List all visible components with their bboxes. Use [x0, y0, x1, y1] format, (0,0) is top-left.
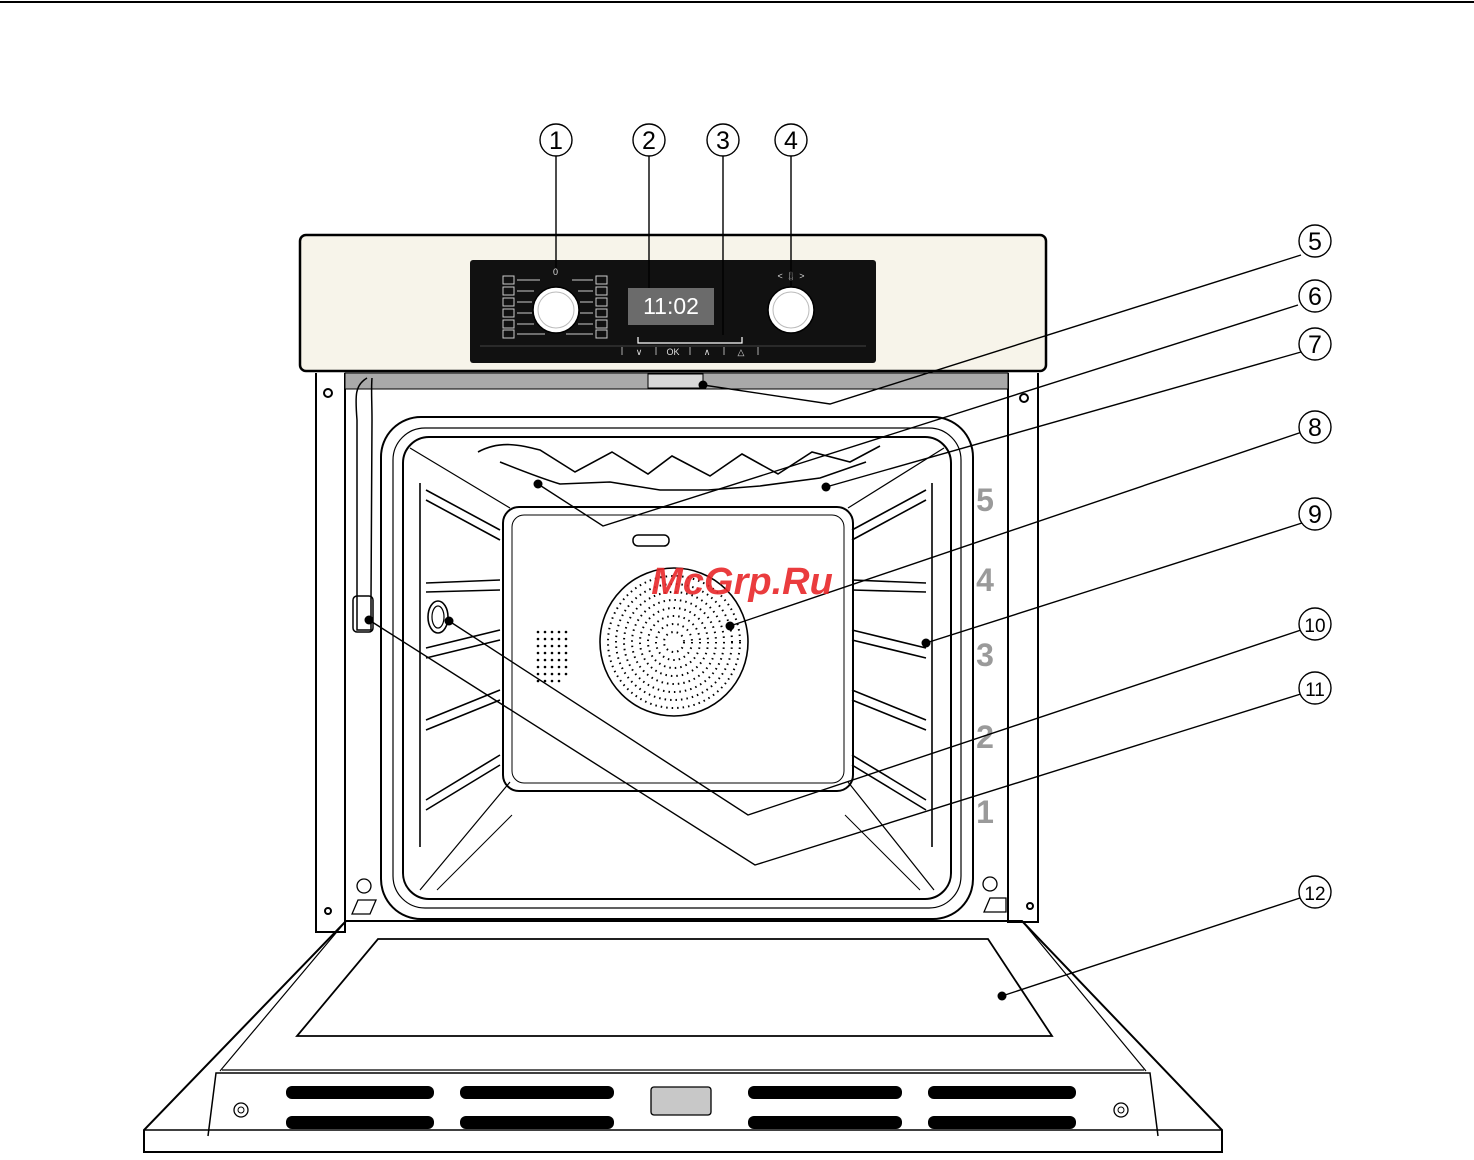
oven-door — [144, 921, 1222, 1152]
callout-9: 9 — [1299, 498, 1331, 530]
callout-5: 5 — [1299, 225, 1331, 257]
shelf-level-2: 2 — [976, 719, 994, 755]
shelf-level-3: 3 — [976, 637, 994, 673]
back-wall — [503, 507, 853, 791]
button-alarm[interactable]: △ — [738, 347, 745, 357]
svg-text:3: 3 — [716, 127, 730, 155]
callout-8: 8 — [1299, 411, 1331, 443]
shelf-level-5: 5 — [976, 482, 994, 518]
svg-text:10: 10 — [1304, 616, 1325, 637]
oven-lamp — [648, 374, 703, 388]
svg-text:1: 1 — [549, 127, 563, 155]
callout-1: 1 — [540, 124, 572, 156]
svg-text:5: 5 — [1308, 228, 1322, 256]
right-shelf-runners — [852, 483, 932, 847]
callout-4: 4 — [775, 124, 807, 156]
callout-12: 12 — [1299, 876, 1331, 908]
callout-3: 3 — [707, 124, 739, 156]
oven-cavity — [352, 378, 1006, 919]
shelf-level-1: 1 — [976, 794, 994, 830]
door-seal — [356, 378, 372, 630]
callout-10: 10 — [1299, 608, 1331, 640]
svg-text:7: 7 — [1308, 331, 1322, 359]
function-selector-knob[interactable] — [533, 287, 579, 333]
probe-socket — [428, 601, 448, 633]
clock-time: 11:02 — [643, 293, 699, 319]
svg-text:11: 11 — [1305, 680, 1325, 701]
callout-2: 2 — [633, 124, 665, 156]
svg-text:2: 2 — [642, 127, 656, 155]
fan-vent — [537, 631, 568, 683]
left-shelf-runners — [420, 483, 500, 847]
left-wall — [316, 373, 345, 932]
svg-text:9: 9 — [1308, 501, 1322, 529]
svg-text:6: 6 — [1308, 283, 1322, 311]
button-ok[interactable]: OK — [666, 347, 679, 357]
callout-11: 11 — [1299, 672, 1331, 704]
door-glass — [297, 939, 1052, 1036]
right-wall — [1008, 373, 1038, 922]
watermark: McGrp.Ru — [651, 561, 833, 603]
temperature-selector-knob[interactable] — [768, 287, 814, 333]
svg-text:12: 12 — [1304, 884, 1325, 905]
callout-7: 7 — [1299, 328, 1331, 360]
callout-6: 6 — [1299, 280, 1331, 312]
door-handle-window — [651, 1087, 711, 1115]
svg-text:8: 8 — [1308, 414, 1322, 442]
svg-text:4: 4 — [784, 127, 798, 155]
svg-text:0: 0 — [553, 267, 558, 277]
button-down[interactable]: ∨ — [636, 347, 643, 357]
button-up[interactable]: ∧ — [704, 347, 711, 357]
shelf-level-4: 4 — [976, 562, 994, 598]
